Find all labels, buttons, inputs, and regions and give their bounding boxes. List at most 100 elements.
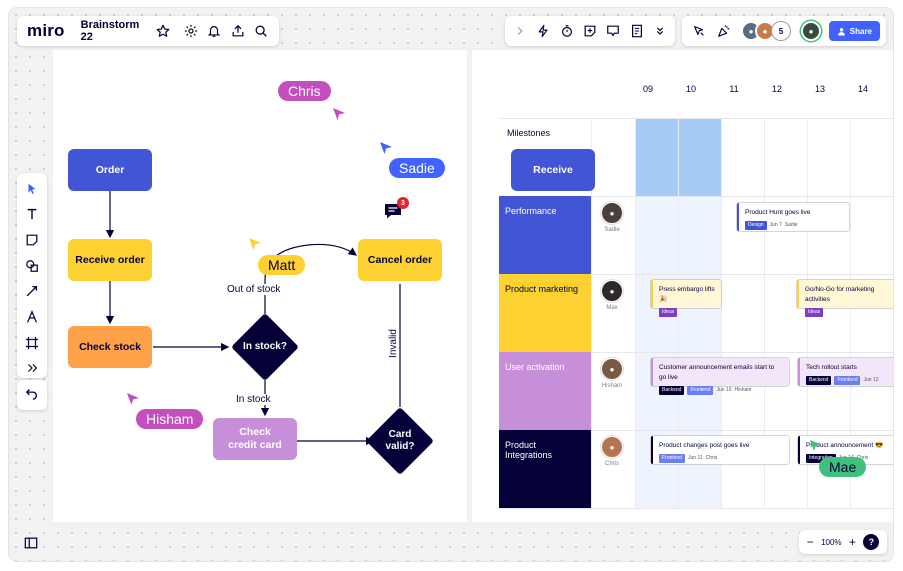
card-title: Product changes post goes live <box>659 442 750 449</box>
owner-name: Sadie <box>604 227 620 233</box>
zoom-level[interactable]: 100% <box>821 537 842 547</box>
pen-draw-icon[interactable] <box>21 307 43 327</box>
miro-logo[interactable]: miro <box>27 21 65 40</box>
lightning-icon[interactable] <box>534 22 552 40</box>
timeline-card[interactable]: Press embargo lifts 🎉 Ideas <box>651 280 721 317</box>
help-button[interactable]: ? <box>863 534 880 550</box>
row-label-product-marketing[interactable]: Product marketing <box>499 274 591 352</box>
card-date: Jun 12 <box>863 376 879 383</box>
cursor-label-hisham: Hisham <box>136 409 204 429</box>
avatar[interactable]: ● <box>601 202 623 224</box>
node-receive-order[interactable]: Receive order <box>68 239 152 281</box>
card-date: Jun 7 <box>769 221 782 228</box>
celebrate-party-icon[interactable] <box>715 22 733 40</box>
avatar[interactable]: ● <box>601 280 623 302</box>
timeline-frame[interactable]: 09 10 11 12 13 14 Milestones Receive Per… <box>472 50 893 522</box>
node-in-stock-label: In stock? <box>243 340 287 352</box>
current-user-avatar[interactable]: ● <box>801 21 821 41</box>
notes-document-icon[interactable] <box>628 22 646 40</box>
board-toolbar: miro Brainstorm 22 <box>17 16 279 46</box>
sticky-note-icon[interactable] <box>21 230 43 250</box>
column-header: 09 <box>642 84 653 94</box>
card-tag: Frontend <box>834 375 861 386</box>
owner-name: Max <box>606 305 618 311</box>
cursor-arrow-mae-icon <box>809 439 822 452</box>
miro-canvas[interactable]: miro Brainstorm 22 <box>9 8 893 561</box>
row-divider <box>499 508 893 509</box>
edge-label-in-stock: In stock <box>234 394 273 405</box>
node-order[interactable]: Order <box>68 149 152 191</box>
zoom-in-button[interactable]: + <box>848 535 856 549</box>
flowchart-frame[interactable]: Order Receive order Check stock In stock… <box>53 50 467 522</box>
row-label-product-integrations[interactable]: Product Integrations <box>499 430 591 508</box>
notifications-bell-icon[interactable] <box>206 22 222 40</box>
cursor-label-mae: Mae <box>819 457 867 477</box>
zoom-controls: − 100% + ? <box>799 530 887 554</box>
node-check-stock[interactable]: Check stock <box>68 326 152 368</box>
row-divider <box>499 196 893 197</box>
timeline-card[interactable]: Go/No-Go for marketing activities Ideas <box>797 280 893 317</box>
timeline-card[interactable]: Customer announcement emails start to go… <box>651 358 789 395</box>
row-label-performance[interactable]: Performance <box>499 196 591 274</box>
share-button[interactable]: Share <box>828 21 880 41</box>
undo-icon[interactable] <box>25 386 39 405</box>
timer-icon[interactable] <box>558 22 576 40</box>
node-check-credit-card[interactable]: Check credit card <box>213 418 297 460</box>
avatar-overflow-count[interactable]: 5 <box>771 21 791 41</box>
node-card-valid-line2: valid? <box>385 441 415 452</box>
undo-panel <box>17 380 47 410</box>
connector-line-icon[interactable] <box>21 282 43 302</box>
collaboration-toolbar <box>505 16 675 46</box>
cursor-follow-icon[interactable] <box>690 22 708 40</box>
cursor-arrow-chris-icon <box>333 108 345 120</box>
chevron-right-icon[interactable] <box>511 22 529 40</box>
zoom-out-button[interactable]: − <box>806 535 814 549</box>
more-tools-icon[interactable] <box>21 358 43 378</box>
owner-name: Chris <box>604 461 619 467</box>
grid-line <box>635 118 636 508</box>
comment-icon[interactable] <box>384 203 402 219</box>
text-tool-icon[interactable] <box>21 205 43 225</box>
avatar[interactable]: ● <box>601 436 623 458</box>
settings-gear-icon[interactable] <box>183 22 199 40</box>
row-label-user-activation[interactable]: User activation <box>499 352 591 430</box>
shapes-icon[interactable] <box>21 256 43 276</box>
card-title: Product Hunt goes live <box>745 209 811 216</box>
column-header: 14 <box>857 84 868 94</box>
node-check-credit-card-line2: credit card <box>228 439 282 451</box>
owner-name: Hisham <box>601 383 623 389</box>
avatar[interactable]: ● <box>601 358 623 380</box>
card-person: Chris <box>856 454 869 461</box>
upload-export-icon[interactable] <box>229 22 245 40</box>
share-toolbar: ● ● 5 ● Share <box>682 16 886 46</box>
search-icon[interactable] <box>253 22 269 40</box>
star-icon[interactable] <box>155 22 171 40</box>
card-tag: Integration <box>806 453 836 464</box>
card-title: Tech rollout starts <box>806 364 857 371</box>
board-title[interactable]: Brainstorm 22 <box>80 19 140 43</box>
card-tag: Frontend <box>687 385 714 395</box>
collaborator-avatars[interactable]: ● ● 5 <box>741 21 791 41</box>
column-header: 10 <box>685 84 696 94</box>
card-tag: Backend <box>659 385 685 395</box>
grid-line <box>764 118 765 508</box>
node-cancel-order[interactable]: Cancel order <box>358 239 442 281</box>
row-label-text: User activation <box>505 362 565 372</box>
sticky-note-add-icon[interactable] <box>581 22 599 40</box>
sidebar-toggle[interactable] <box>17 532 45 554</box>
select-cursor-icon[interactable] <box>21 179 43 199</box>
card-person: Sadie <box>784 221 798 228</box>
card-tag: Ideas <box>805 307 824 317</box>
more-chevrons-down-icon[interactable] <box>651 22 669 40</box>
frame-tool-icon[interactable] <box>21 333 43 353</box>
card-tag: Frontend <box>659 453 686 464</box>
cursor-label-matt: Matt <box>258 255 306 275</box>
row-label-text: Performance <box>505 206 557 216</box>
milestone-receive-button[interactable]: Receive <box>511 149 595 191</box>
cursor-arrow-hisham-icon <box>127 393 139 405</box>
present-screen-icon[interactable] <box>604 22 622 40</box>
column-header: 11 <box>729 84 739 94</box>
